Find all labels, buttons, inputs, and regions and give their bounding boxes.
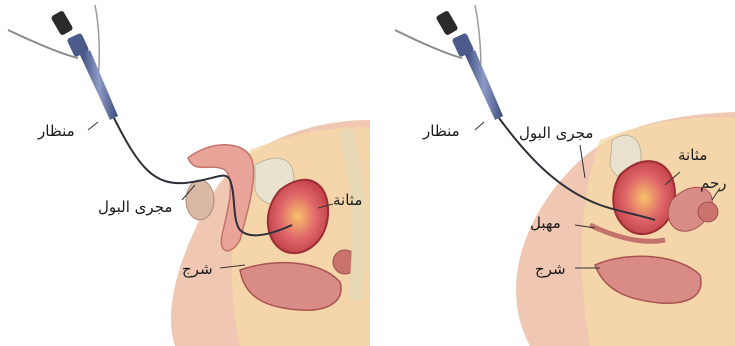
female-scope-cable — [395, 30, 462, 58]
female-bladder-label: مثانة — [678, 148, 707, 163]
male-scrotum — [186, 180, 214, 220]
female-scope-leader — [475, 122, 484, 130]
female-scope-label: منظار — [423, 124, 460, 139]
male-scope-eyepiece — [50, 10, 73, 36]
male-scope-label: منظار — [38, 124, 75, 139]
male-urethra-label: مجرى البول — [98, 200, 172, 215]
female-scope-eyepiece — [435, 10, 458, 36]
female-vagina-label: مهبل — [530, 216, 561, 231]
male-scope-leader — [88, 122, 98, 130]
male-anus-label: شرج — [182, 262, 213, 277]
male-bladder-label: مثانة — [333, 193, 362, 208]
female-uterus-label: رحم — [700, 176, 727, 191]
female-panel — [395, 5, 735, 346]
male-panel — [8, 5, 370, 346]
male-scope-cable — [8, 30, 78, 58]
female-urethra-label: مجرى البول — [519, 126, 593, 141]
female-anus-label: شرج — [535, 262, 566, 277]
female-ovary — [698, 202, 718, 222]
female-bladder — [613, 161, 675, 234]
female-scope-shaft — [465, 50, 503, 120]
